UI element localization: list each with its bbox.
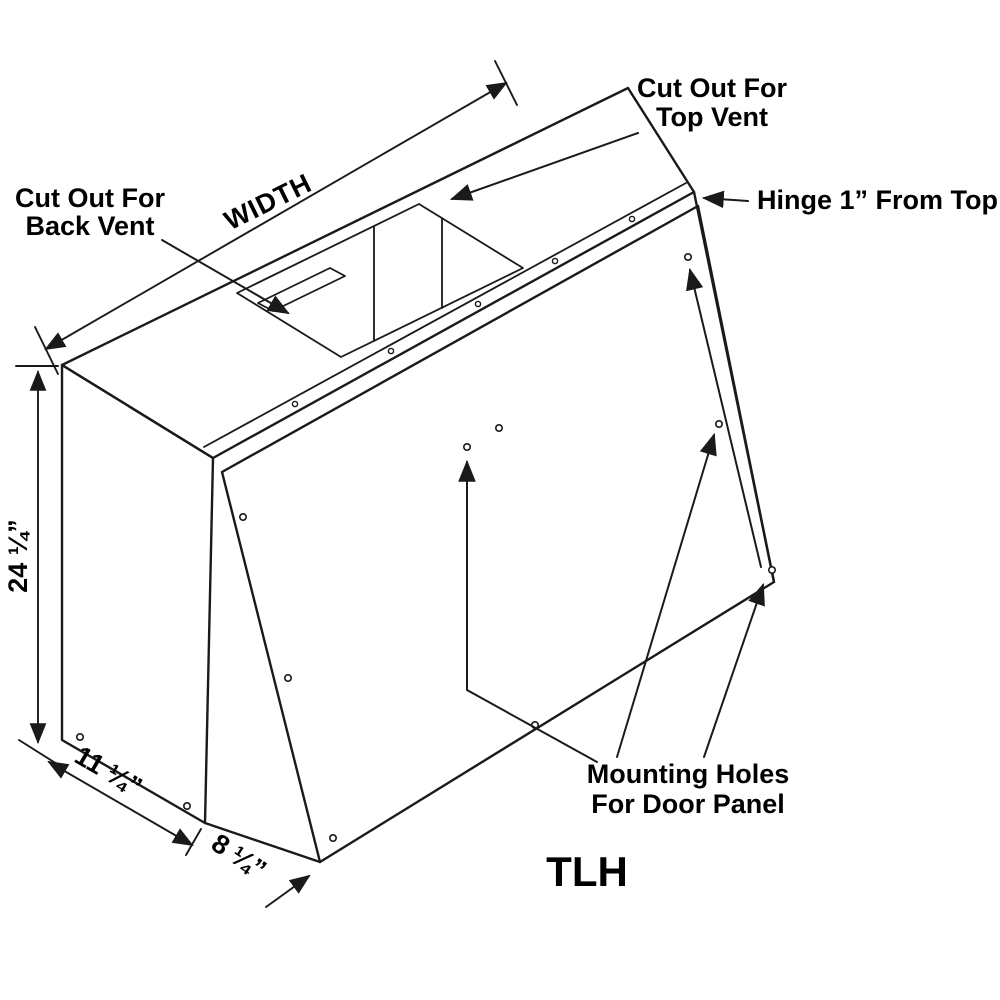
hinge-hole xyxy=(291,400,299,408)
model-name: TLH xyxy=(546,848,628,895)
back-vent-label-line2: Back Vent xyxy=(25,211,154,241)
mounting-hole xyxy=(462,442,471,451)
height-extension-bottom xyxy=(18,739,58,765)
mounting-arrow-1 xyxy=(458,459,598,763)
mounting-arrow-3 xyxy=(686,267,762,568)
mounting-hole xyxy=(683,253,692,262)
mounting-arrow-4 xyxy=(616,432,717,758)
mounting-hole xyxy=(767,565,776,574)
mounting-hole xyxy=(239,512,248,521)
left-side-face xyxy=(60,363,215,825)
mounting-label-line1: Mounting Holes xyxy=(587,759,789,789)
bottom-edge xyxy=(203,821,322,864)
lower-depth-arrow xyxy=(265,874,311,908)
callout-arrows xyxy=(161,132,765,763)
cutout-opening xyxy=(236,203,524,358)
width-dimension-line xyxy=(44,81,508,351)
bottom-depth-dimension-text: 11 ¼” xyxy=(70,740,147,802)
text-labels: Cut Out For Top Vent Cut Out For Back Ve… xyxy=(3,73,998,895)
mounting-arrow-2 xyxy=(703,582,765,758)
bottom-depth-dimension-line xyxy=(47,760,194,847)
lower-depth-dimension-text: 8 ¼” xyxy=(206,828,271,885)
dimension-lines xyxy=(15,60,518,908)
mounting-hole xyxy=(283,673,292,682)
hinge-label: Hinge 1” From Top xyxy=(757,185,998,215)
hinge-hole xyxy=(387,347,395,355)
mounting-hole xyxy=(183,801,192,810)
top-vent-label-line1: Cut Out For xyxy=(637,73,787,103)
mounting-holes xyxy=(76,253,776,842)
back-vent-label-line1: Cut Out For xyxy=(15,183,165,213)
width-extension-right xyxy=(494,60,518,106)
hinge-hole xyxy=(474,300,482,308)
top-face xyxy=(60,86,696,460)
mounting-hole xyxy=(494,423,503,432)
bottom-depth-extension xyxy=(185,828,202,856)
hinge-strip-line xyxy=(203,182,687,448)
hinge-hole xyxy=(551,257,559,265)
back-vent-cutout xyxy=(257,267,346,312)
mounting-label-line2: For Door Panel xyxy=(591,789,785,819)
top-vent-arrow xyxy=(449,132,639,201)
mounting-hole xyxy=(714,419,723,428)
mounting-hole xyxy=(328,833,337,842)
hinge-arrow xyxy=(701,190,749,209)
top-vent-label-line2: Top Vent xyxy=(656,102,768,132)
hinge-hole xyxy=(628,215,636,223)
top-vent-cutout xyxy=(236,203,524,358)
height-dimension-text: 24 ¼” xyxy=(3,519,33,593)
hinge-strip xyxy=(203,182,687,448)
width-extension-left xyxy=(34,326,59,375)
mounting-hole xyxy=(76,732,85,741)
right-edge xyxy=(692,190,776,584)
